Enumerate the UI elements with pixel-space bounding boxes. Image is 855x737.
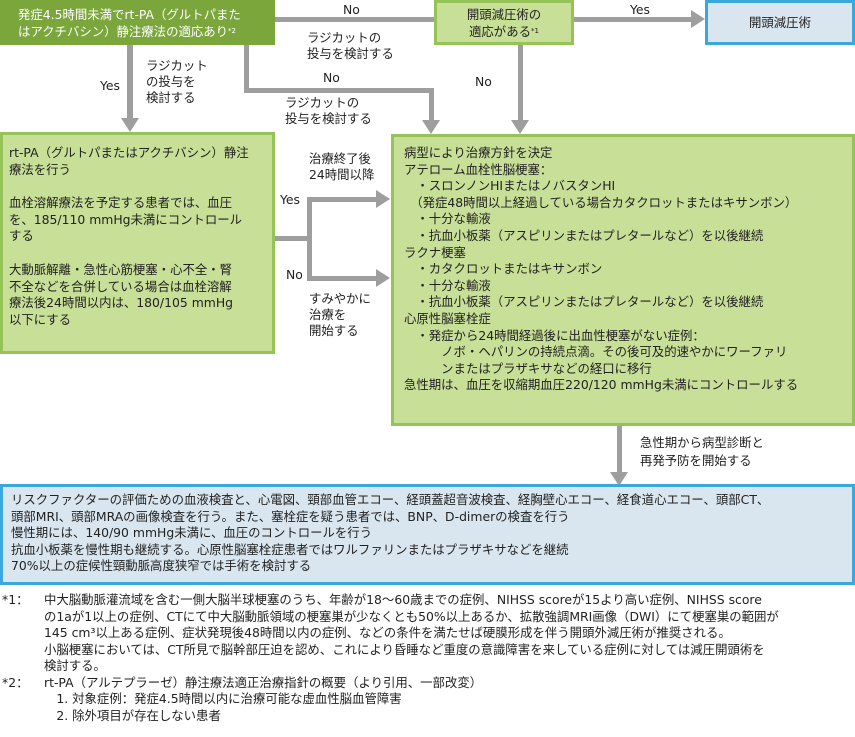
treatment-line: 心原性脳塞栓症 xyxy=(404,310,491,326)
treatment-line: ・十分な輸液 xyxy=(404,211,491,227)
footnote-line: の1aが1以上の症例、CTにて中大脳動脈領域の梗塞巣が少なくとも50%以上あるか… xyxy=(44,608,779,624)
start-line-1: 発症4.5時間未満でrt-PA（グルトパまた xyxy=(18,7,241,22)
start-condition-box: 発症4.5時間未満でrt-PA（グルトパまた はアクチバシン）静注療法の適応あり… xyxy=(0,0,275,45)
start-line-2: はアクチバシン）静注療法の適応あり*2 xyxy=(18,23,236,39)
edge-note-start-no-mid: ラジカットの 投与を検討する xyxy=(285,95,372,126)
edge-note-start-no-top: ラジカットの 投与を検討する xyxy=(307,30,394,61)
edge-label-start-yes: Yes xyxy=(100,78,121,93)
connector-cranio-no xyxy=(518,44,523,121)
connector-rtpa-no xyxy=(307,276,377,281)
footnote-line: 小脳梗塞においては、CT所見で脳幹部圧迫を認め、これにより昏睡など重度の意識障害… xyxy=(44,641,765,657)
arrow-head-cranio-no xyxy=(511,120,529,134)
chronic-line: 抗血小板薬を慢性期も継続する。心原性脳塞栓症患者ではワルファリンまたはプラザキサ… xyxy=(11,541,569,557)
connector-start-no-mid-v1 xyxy=(244,44,249,91)
chronic-management-box: リスクファクターの評価ための血液検査と、心電図、頸部血管エコー、経頭蓋超音波検査… xyxy=(0,484,855,585)
connector-start-no-mid-v2 xyxy=(429,88,434,121)
edge-label-cranio-no: No xyxy=(475,74,492,89)
treatment-line: ・カタクロットまたはキサンボン xyxy=(404,261,603,277)
edge-note-treat-down: 急性期から病型診断と 再発予防を開始する xyxy=(640,435,764,468)
rtpa-text-line: rt-PA（グルトパまたはアクチバシン）静注 xyxy=(9,145,249,160)
footnote-line: 1. 対象症例：発症4.5時間以内に治療可能な虚血性脳血管障害 xyxy=(44,691,402,706)
rtpa-text-line: 大動脈解離・急性心筋梗塞・心不全・腎 xyxy=(9,261,233,277)
arrow-head-rtpa-yes xyxy=(376,190,390,208)
chronic-line: 慢性期には、140/90 mmHg未満に、血圧のコントロールを行う xyxy=(11,525,373,541)
connector-rtpa-yes xyxy=(307,197,377,202)
arrow-head-treat-down xyxy=(610,472,628,486)
rtpa-text-line: を、185/110 mmHg未満にコントロール xyxy=(9,211,243,227)
arrow-head-cranio-yes xyxy=(691,10,705,28)
arrow-head-rtpa-no xyxy=(376,269,390,287)
footnote-mark: *2： xyxy=(2,674,29,690)
footnote-line: 中大脳動脈灌流域を含む一側大脳半球梗塞のうち、年齢が18～60歳までの症例、NI… xyxy=(44,592,762,607)
treatment-line: ・抗血小板薬（アスピリンまたはプレタールなど）を以後継続 xyxy=(404,227,764,243)
footnote-line: 2. 除外項目が存在しない患者 xyxy=(44,707,221,723)
treatment-line: 病型により治療方針を決定 xyxy=(404,145,553,160)
edge-note-rtpa-no: すみやかに 治療を 開始する xyxy=(309,291,371,338)
footnote-mark: *1： xyxy=(2,592,29,607)
craniotomy-box: 開頭減圧術 xyxy=(705,0,855,45)
edge-label-start-no-top: No xyxy=(343,2,360,17)
chronic-line: 70%以上の症候性頸動脈高度狭窄では手術を検討する xyxy=(11,558,312,574)
rtpa-text-line: 療法を行う xyxy=(9,161,71,177)
craniotomy-question-box: 開頭減圧術の 適応がある*1 xyxy=(434,0,574,45)
connector-rtpa-out xyxy=(274,236,311,241)
connector-cranio-yes xyxy=(573,17,693,22)
treatment-line: ・スロンノンHIまたはノバスタンHI xyxy=(404,178,616,194)
rtpa-text-line: 不全などを合併している場合は血栓溶解 xyxy=(9,278,232,294)
rtpa-text-line: 血栓溶解療法を予定する患者では、血圧 xyxy=(9,195,233,211)
rtpa-para-3: 大動脈解離・急性心筋梗塞・心不全・腎 不全などを合併している場合は血栓溶解 療法… xyxy=(9,262,272,328)
footnote-ref: *1 xyxy=(530,26,539,35)
edge-note-rtpa-yes: 治療終了後 24時間以降 xyxy=(309,151,375,182)
treatment-line: ノボ・ヘパリンの持続点滴。その後可及的速やかにワーファリ xyxy=(404,344,788,360)
arrow-head-start-yes xyxy=(121,118,139,132)
craniotomy-label: 開頭減圧術 xyxy=(749,15,811,30)
connector-start-no-top xyxy=(275,17,435,22)
treatment-line: （発症48時間以上経過している場合カタクロットまたはキサンボン） xyxy=(404,194,798,210)
treatment-line: アテローム血栓性脳梗塞： xyxy=(404,161,553,177)
treatment-line: ・発症から24時間経過後に出血性梗塞がない症例： xyxy=(404,327,705,343)
footnotes: *1： 中大脳動脈灌流域を含む一側大脳半球梗塞のうち、年齢が18～60歳までの症… xyxy=(2,592,779,724)
rtpa-therapy-box: rt-PA（グルトパまたはアクチバシン）静注 療法を行う 血栓溶解療法を予定する… xyxy=(0,132,275,354)
treatment-line: ラクナ梗塞 xyxy=(404,244,466,260)
treatment-line: 急性期は、血圧を収縮期血圧220/120 mmHg未満にコントロールする xyxy=(404,377,799,393)
treatment-line: ・十分な輸液 xyxy=(404,277,491,293)
rtpa-text-line: 療法後24時間以内は、180/105 mmHg xyxy=(9,295,234,311)
arrow-head-start-no-mid xyxy=(422,120,440,134)
footnote-2: *2： rt-PA（アルテプラーゼ）静注療法適正治療指針の概要（より引用、一部改… xyxy=(2,675,779,725)
treatment-line: ンまたはプラザキサなどの経口に移行 xyxy=(404,360,652,376)
rtpa-para-2: 血栓溶解療法を予定する患者では、血圧 を、185/110 mmHg未満にコントロ… xyxy=(9,195,272,245)
chronic-line: リスクファクターの評価ための血液検査と、心電図、頸部血管エコー、経頭蓋超音波検査… xyxy=(11,492,770,507)
cranio-q-line-1: 開頭減圧術の xyxy=(466,7,542,22)
rtpa-para-1: rt-PA（グルトパまたはアクチバシン）静注 療法を行う xyxy=(9,145,272,178)
footnote-1: *1： 中大脳動脈灌流域を含む一側大脳半球梗塞のうち、年齢が18～60歳までの症… xyxy=(2,592,779,675)
edge-label-start-no-mid: No xyxy=(323,70,340,85)
edge-label-rtpa-yes: Yes xyxy=(280,192,301,207)
chronic-line: 頭部MRI、頭部MRAの画像検査を行う。また、塞栓症を疑う患者では、BNP、D-… xyxy=(11,508,570,524)
cranio-q-line-2: 適応がある*1 xyxy=(469,23,539,39)
connector-start-yes xyxy=(127,44,133,120)
footnote-ref: *2 xyxy=(228,26,236,35)
footnote-line: 検討する。 xyxy=(44,658,106,673)
treatment-line: ・抗血小板薬（アスピリンまたはプレタールなど）を以後継続 xyxy=(404,294,764,310)
connector-start-no-mid-h xyxy=(244,88,434,93)
edge-label-cranio-yes: Yes xyxy=(630,2,651,17)
footnote-line: rt-PA（アルテプラーゼ）静注療法適正治療指針の概要（より引用、一部改変） xyxy=(44,674,483,690)
footnote-line: 145 cm³以上ある症例、症状発現後48時間以内の症例、などの条件を満たせば硬… xyxy=(44,625,731,640)
rtpa-text-line: する xyxy=(9,228,34,244)
connector-rtpa-fork-v xyxy=(307,197,312,281)
rtpa-text-line: 以下にする xyxy=(9,311,72,327)
edge-label-rtpa-no: No xyxy=(286,267,303,282)
connector-treat-down xyxy=(617,425,622,474)
treatment-policy-box: 病型により治療方針を決定 アテローム血栓性脳梗塞： ・スロンノンHIまたはノバス… xyxy=(391,134,855,426)
edge-note-start-yes: ラジカット の投与を 検討する xyxy=(146,58,208,105)
